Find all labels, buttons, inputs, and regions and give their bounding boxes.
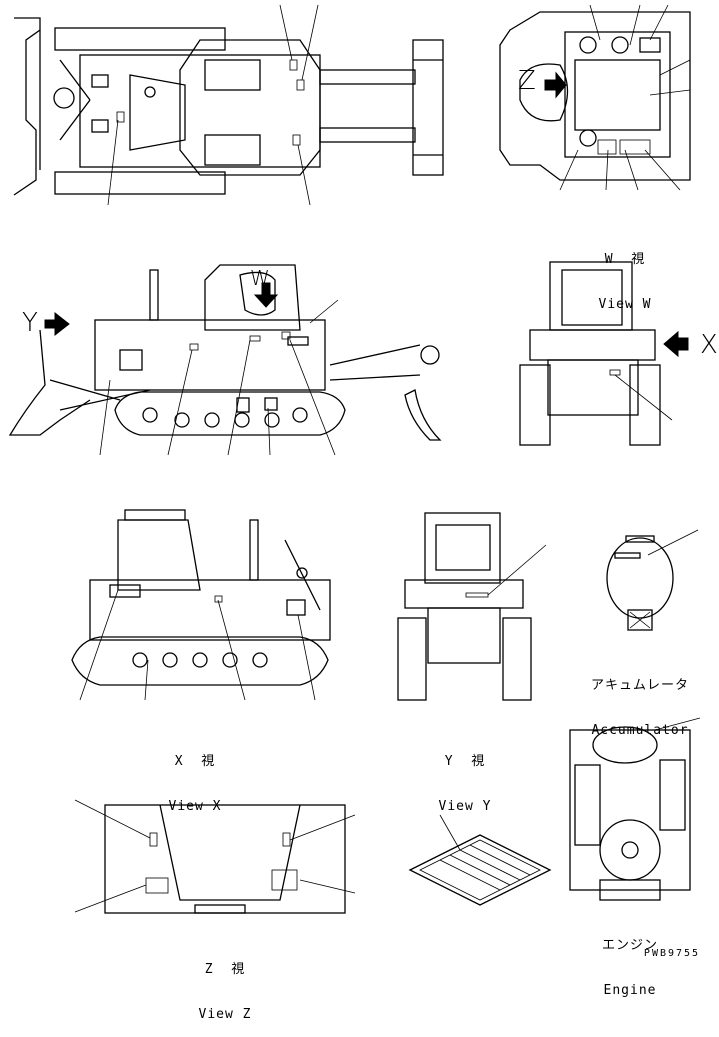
view-letter-x: X — [700, 330, 718, 360]
view-w-drawing — [499, 4, 691, 191]
view-letter-z: Z — [518, 66, 536, 96]
caption-view-w-en: View W — [598, 297, 652, 312]
caption-view-w: W 視 View W — [590, 222, 660, 327]
view-letter-w: W — [250, 266, 270, 290]
view-letter-y: Y — [22, 308, 38, 338]
view-y-drawing — [397, 512, 547, 701]
caption-view-y: Y 視 View Y — [430, 724, 500, 829]
rear-view-bulldozer — [519, 261, 689, 446]
caption-view-x-en: View X — [168, 799, 222, 814]
caption-accumulator-en: Accumulator — [591, 723, 689, 738]
caption-view-x: X 視 View X — [160, 724, 230, 829]
caption-view-z-jp: Z 視 — [204, 962, 246, 977]
caption-view-z: Z 視 View Z — [190, 932, 260, 1037]
drawing-number: PWB9755 — [643, 948, 701, 959]
caption-engine-jp: エンジン — [601, 938, 658, 953]
view-z-drawing — [74, 71, 567, 914]
accumulator-drawing — [606, 529, 699, 631]
caption-engine-en: Engine — [603, 983, 657, 998]
parts-diagram-sheet: Z W Y X W 視 View W X 視 View X Y 視 View Y… — [8, 4, 718, 1022]
caption-view-x-jp: X 視 — [174, 754, 216, 769]
view-x-drawing — [71, 509, 331, 701]
caption-accumulator-jp: アキュムレータ — [590, 678, 689, 693]
side-view-bulldozer — [8, 264, 442, 456]
caption-view-w-jp: W 視 — [604, 252, 646, 267]
caption-accumulator: アキュムレータ Accumulator — [585, 648, 695, 753]
line-drawing — [8, 4, 701, 914]
engine-drawing — [569, 717, 701, 901]
mat-drawing — [408, 814, 552, 906]
top-view-bulldozer — [13, 4, 444, 206]
caption-view-y-en: View Y — [438, 799, 492, 814]
caption-view-y-jp: Y 視 — [444, 754, 486, 769]
caption-view-z-en: View Z — [198, 1007, 252, 1022]
